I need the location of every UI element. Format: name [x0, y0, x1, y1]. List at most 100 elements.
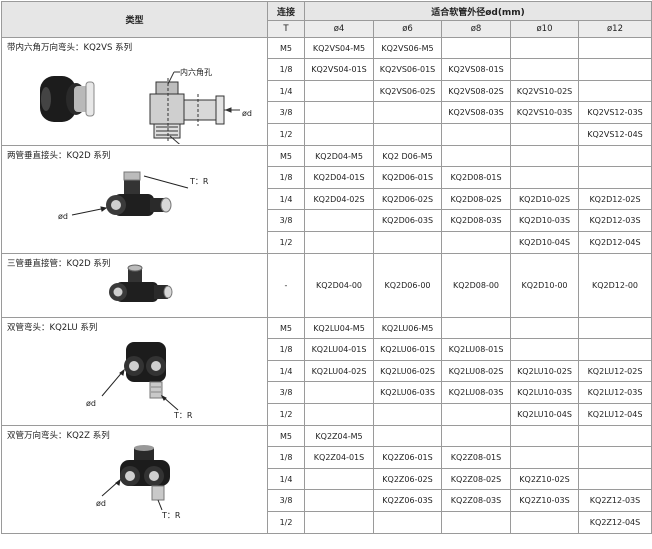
type-cell: 双管万向弯头：KQ2Z 系列 ød T：R [1, 425, 268, 534]
part-number-cell [441, 231, 511, 254]
part-number-cell: KQ2VS06-02S [373, 80, 442, 102]
tr-label: T：R [161, 511, 181, 520]
thread-size-cell: 3/8 [267, 381, 305, 404]
part-number-cell: KQ2VS04-M5 [304, 37, 374, 59]
thread-size-cell: 1/4 [267, 360, 305, 382]
thread-size-cell: 3/8 [267, 209, 305, 232]
size-header: ø6 [373, 20, 442, 38]
part-number-cell [441, 511, 511, 534]
part-number-cell [304, 209, 374, 232]
kq2z-illustration: ød T：R [96, 445, 181, 520]
part-number-cell [441, 403, 511, 426]
thread-size-cell: 1/8 [267, 338, 305, 361]
part-number-cell [510, 145, 579, 167]
tube-od-header: 适合软管外径ød(mm) [304, 1, 652, 21]
part-number-cell [373, 123, 442, 146]
thread-size-cell: 1/8 [267, 166, 305, 189]
part-number-cell: KQ2VS10-03S [510, 101, 579, 124]
thread-size-cell: - [267, 253, 305, 318]
part-number-cell [373, 403, 442, 426]
part-number-cell: KQ2LU10-03S [510, 381, 579, 404]
part-number-cell: KQ2LU08-01S [441, 338, 511, 361]
size-header: ø8 [441, 20, 511, 38]
part-number-cell [578, 37, 652, 59]
part-number-cell: KQ2 D06-M5 [373, 145, 442, 167]
od-label: ød [58, 212, 68, 221]
fitting-photo [124, 342, 166, 399]
part-number-cell [578, 80, 652, 102]
table-row: 1/2 KQ2Z12-04S [2, 511, 652, 534]
part-number-cell: KQ2LU06-03S [373, 381, 442, 404]
thread-size-cell: 1/2 [267, 511, 305, 534]
size-header: ø10 [510, 20, 579, 38]
fitting-photo [40, 76, 95, 122]
part-number-cell [304, 80, 374, 102]
connect-sub-header: T [267, 20, 305, 38]
fitting-photo [109, 264, 173, 302]
part-number-cell: KQ2LU08-03S [441, 381, 511, 404]
part-number-cell [304, 511, 374, 534]
thread-size-cell: M5 [267, 145, 305, 167]
part-number-cell [304, 231, 374, 254]
od-label: ød [86, 399, 96, 408]
part-number-cell: KQ2LU04-02S [304, 360, 374, 382]
part-number-cell: KQ2LU06-01S [373, 338, 442, 361]
part-number-cell: KQ2D12-03S [578, 209, 652, 232]
part-number-cell: KQ2LU10-04S [510, 403, 579, 426]
hex-hole-label: 内六角孔 [180, 67, 212, 77]
part-number-cell [578, 468, 652, 490]
part-number-cell [578, 145, 652, 167]
kq2lu-illustration: ød T：R [86, 342, 193, 420]
part-number-cell: KQ2D06-02S [373, 188, 442, 210]
fitting-photo [120, 445, 170, 501]
part-number-cell: KQ2D08-01S [441, 166, 511, 189]
part-number-cell: KQ2VS06-01S [373, 58, 442, 81]
part-number-cell [373, 101, 442, 124]
tr-label: T：R [189, 177, 209, 186]
thread-size-cell: 1/4 [267, 80, 305, 102]
part-number-cell [578, 425, 652, 447]
thread-size-cell: 1/8 [267, 446, 305, 469]
part-number-cell [510, 58, 579, 81]
part-number-cell: KQ2Z06-02S [373, 468, 442, 490]
thread-size-cell: 1/8 [267, 58, 305, 81]
part-number-cell [441, 425, 511, 447]
part-number-cell: KQ2D06-00 [373, 253, 442, 318]
series-title: 双管万向弯头：KQ2Z 系列 [7, 431, 110, 441]
part-number-cell: KQ2Z12-03S [578, 489, 652, 512]
part-number-cell: KQ2D10-02S [510, 188, 579, 210]
connect-header: 连接 [267, 1, 305, 21]
part-number-cell: KQ2D04-M5 [304, 145, 374, 167]
part-number-cell: KQ2D04-01S [304, 166, 374, 189]
part-number-cell: KQ2LU12-02S [578, 360, 652, 382]
thread-size-cell: 1/2 [267, 403, 305, 426]
part-number-cell: KQ2D04-02S [304, 188, 374, 210]
part-number-cell: KQ2LU12-04S [578, 403, 652, 426]
kq2d-illustration: T：R ød [58, 171, 209, 221]
part-number-cell [441, 317, 511, 339]
part-number-cell [510, 425, 579, 447]
od-label: ød [242, 109, 252, 118]
part-number-cell: KQ2Z12-04S [578, 511, 652, 534]
part-number-cell [441, 123, 511, 146]
part-number-cell: KQ2VS04-01S [304, 58, 374, 81]
part-number-cell: KQ2VS08-02S [441, 80, 511, 102]
part-number-cell [578, 338, 652, 361]
table-row: 带内六角万向弯头：KQ2VS 系列 [1, 37, 652, 146]
thread-size-cell: 1/4 [267, 468, 305, 490]
callout-lines [101, 368, 179, 411]
part-number-cell [510, 338, 579, 361]
part-number-cell [373, 231, 442, 254]
fitting-photo [106, 171, 172, 216]
part-number-cell: KQ2LU06-02S [373, 360, 442, 382]
part-number-cell: KQ2LU04-01S [304, 338, 374, 361]
part-number-cell: KQ2Z08-03S [441, 489, 511, 512]
size-header: ø12 [578, 20, 652, 38]
part-number-cell: KQ2D08-03S [441, 209, 511, 232]
